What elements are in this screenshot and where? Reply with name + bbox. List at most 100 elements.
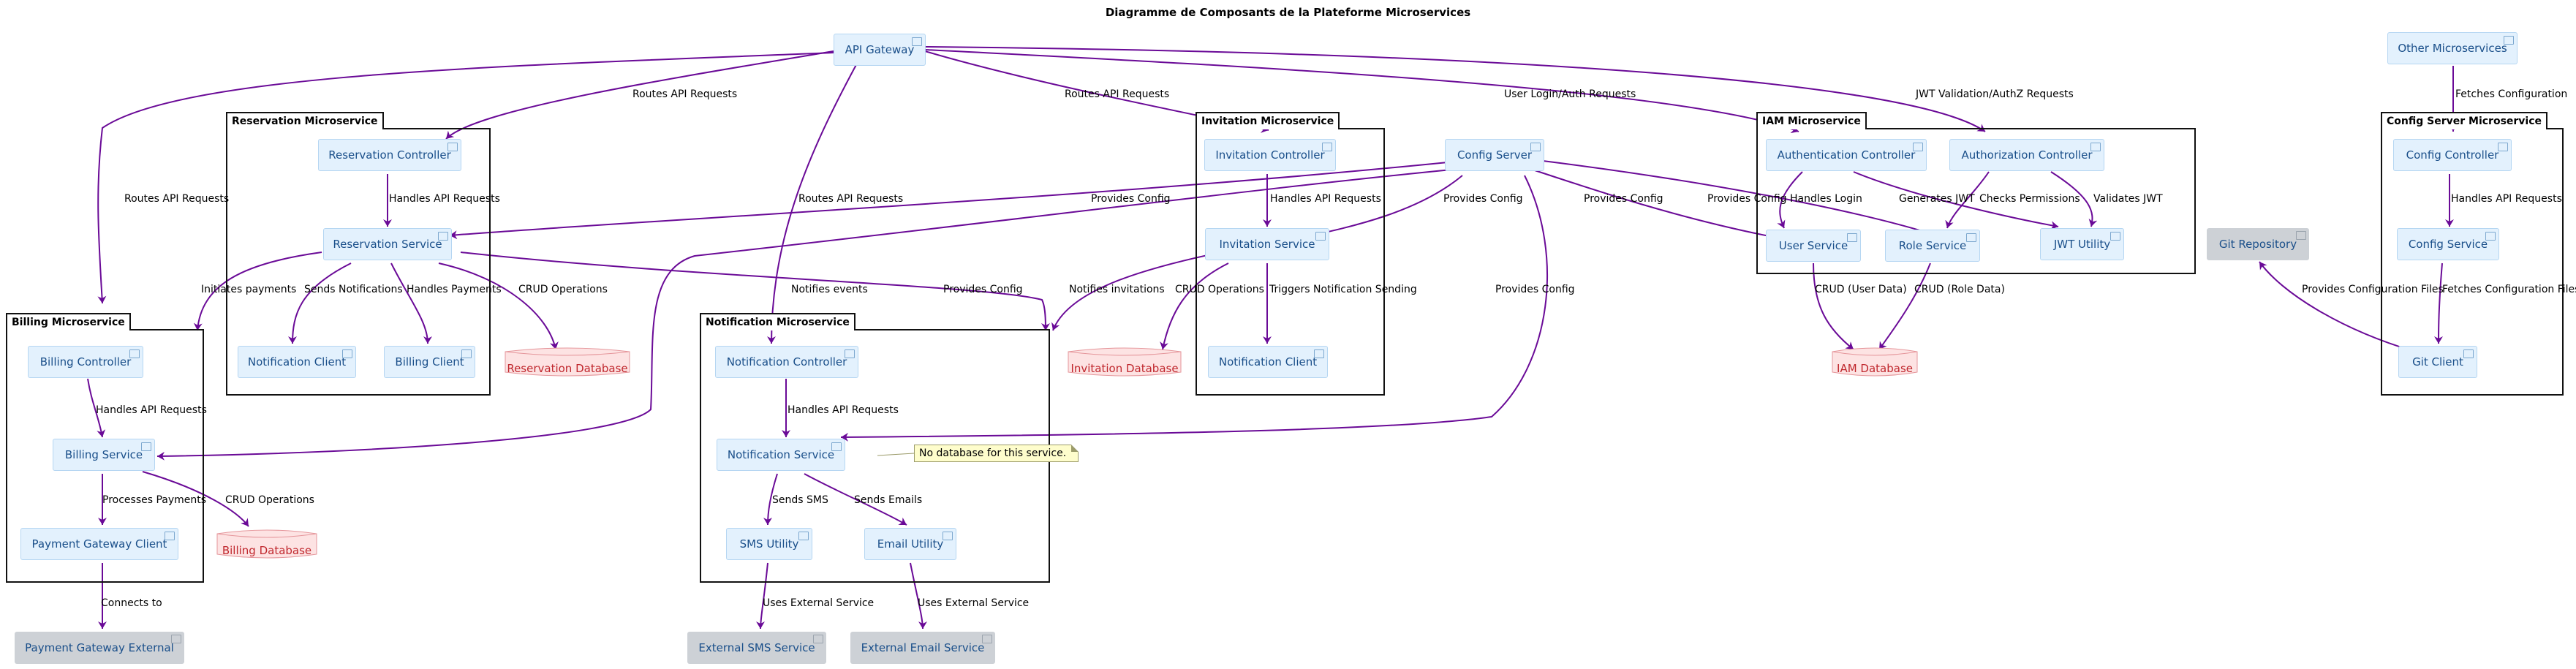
payment-gateway-external[interactable]: Payment Gateway External <box>15 632 184 664</box>
billing-database[interactable]: Billing Database <box>216 528 317 560</box>
component-icon <box>982 635 992 643</box>
git-repository-label: Git Repository <box>2218 238 2297 251</box>
billing-database-label: Billing Database <box>222 544 312 557</box>
edge-label: Notifies invitations <box>1069 284 1165 295</box>
database-icon <box>216 529 317 559</box>
edge-label: JWT Validation/AuthZ Requests <box>1916 88 2074 100</box>
component-icon <box>2090 143 2101 151</box>
invitation-controller[interactable]: Invitation Controller <box>1204 139 1336 171</box>
user-service-label: User Service <box>1778 239 1848 252</box>
component-icon <box>1913 143 1923 151</box>
notification-service-label: Notification Service <box>727 448 835 461</box>
payment-gateway-client[interactable]: Payment Gateway Client <box>20 528 178 560</box>
package-reservation-label: Reservation Microservice <box>226 112 384 129</box>
git-client[interactable]: Git Client <box>2398 346 2477 378</box>
edge-cfgsvc-git <box>2434 262 2444 344</box>
config-controller[interactable]: Config Controller <box>2393 139 2512 171</box>
edge-label: Provides Config <box>1443 193 1523 205</box>
component-icon <box>831 442 842 451</box>
config-controller-label: Config Controller <box>2406 148 2499 162</box>
role-service-label: Role Service <box>1898 239 1967 252</box>
role-service[interactable]: Role Service <box>1885 230 1980 262</box>
edge-label: Initiates payments <box>201 284 297 295</box>
edge-label: CRUD Operations <box>1175 284 1264 295</box>
external-sms-service[interactable]: External SMS Service <box>687 632 826 664</box>
config-service[interactable]: Config Service <box>2397 228 2499 260</box>
edge-label: CRUD (User Data) <box>1815 284 1907 295</box>
billing-service[interactable]: Billing Service <box>53 439 155 471</box>
edge-cfg-usersvc <box>1527 167 1778 241</box>
edge-user-db <box>1813 262 1854 350</box>
user-service[interactable]: User Service <box>1766 230 1861 262</box>
notification-controller[interactable]: Notification Controller <box>715 346 858 378</box>
reservation-billing-client[interactable]: Billing Client <box>384 346 475 378</box>
edge-billctrl-billsvc <box>87 378 106 438</box>
edge-label: Handles API Requests <box>2451 193 2562 205</box>
edge-git-repo <box>2259 261 2414 352</box>
package-config-server-label: Config Server Microservice <box>2381 112 2548 129</box>
edge-label: Routes API Requests <box>798 193 904 205</box>
component-icon <box>798 532 809 540</box>
config-server[interactable]: Config Server <box>1445 139 1544 171</box>
invitation-database[interactable]: Invitation Database <box>1068 346 1182 378</box>
component-icon <box>1966 233 1976 242</box>
api-gateway[interactable]: API Gateway <box>834 34 926 66</box>
authentication-controller[interactable]: Authentication Controller <box>1766 139 1927 171</box>
edge-billsvc-db <box>142 471 249 527</box>
invitation-service[interactable]: Invitation Service <box>1205 228 1329 260</box>
reservation-service[interactable]: Reservation Service <box>323 228 452 260</box>
edge-gw-authz <box>924 46 1986 132</box>
invitation-notification-client[interactable]: Notification Client <box>1208 346 1328 378</box>
git-repository[interactable]: Git Repository <box>2207 228 2309 260</box>
config-server-label: Config Server <box>1457 148 1533 162</box>
edge-label: Triggers Notification Sending <box>1269 284 1417 295</box>
external-email-service[interactable]: External Email Service <box>850 632 995 664</box>
edge-label: Routes API Requests <box>632 88 738 100</box>
iam-database[interactable]: IAM Database <box>1832 346 1918 378</box>
reservation-service-label: Reservation Service <box>333 238 442 251</box>
authentication-controller-label: Authentication Controller <box>1777 148 1916 162</box>
package-invitation-label: Invitation Microservice <box>1196 112 1340 129</box>
authorization-controller-label: Authorization Controller <box>1961 148 2093 162</box>
billing-service-label: Billing Service <box>64 448 143 461</box>
jwt-utility[interactable]: JWT Utility <box>2040 228 2124 260</box>
reservation-database[interactable]: Reservation Database <box>505 346 630 378</box>
billing-controller[interactable]: Billing Controller <box>28 346 143 378</box>
diagram-title: Diagramme de Composants de la Plateforme… <box>1105 6 1471 19</box>
edge-label: Handles API Requests <box>787 404 899 416</box>
edge-invsvc-db <box>1160 262 1229 350</box>
notification-service[interactable]: Notification Service <box>717 439 845 471</box>
edge-label: Provides Config <box>1707 193 1787 205</box>
component-icon <box>1322 143 1332 151</box>
edge-ressvc-billing <box>193 252 322 331</box>
edge-label: Routes API Requests <box>124 193 230 205</box>
edge-label: Generates JWT <box>1899 193 1975 205</box>
reservation-controller[interactable]: Reservation Controller <box>318 139 461 171</box>
billing-controller-label: Billing Controller <box>39 355 132 368</box>
component-icon <box>342 349 352 358</box>
edge-label: Handles Login <box>1790 193 1862 205</box>
reservation-notification-client[interactable]: Notification Client <box>238 346 356 378</box>
edge-ressvc-billingclient <box>390 262 432 344</box>
component-icon <box>943 532 953 540</box>
authorization-controller[interactable]: Authorization Controller <box>1949 139 2104 171</box>
email-utility[interactable]: Email Utility <box>864 528 956 560</box>
edge-label: Provides Config <box>943 284 1023 295</box>
edge-label: Sends Emails <box>854 494 923 506</box>
edge-label: Handles API Requests <box>1270 193 1381 205</box>
invitation-database-label: Invitation Database <box>1070 362 1179 375</box>
component-icon <box>461 349 472 358</box>
edge-sms-ext <box>756 562 768 630</box>
other-microservices[interactable]: Other Microservices <box>2387 32 2518 64</box>
component-icon <box>813 635 823 643</box>
email-utility-label: Email Utility <box>877 537 944 551</box>
sms-utility[interactable]: SMS Utility <box>726 528 812 560</box>
reservation-notification-client-label: Notification Client <box>247 355 347 368</box>
package-billing-label: Billing Microservice <box>6 313 131 330</box>
reservation-database-label: Reservation Database <box>507 362 628 375</box>
edge-label: Sends SMS <box>772 494 828 506</box>
edge-label: Processes Payments <box>102 494 207 506</box>
edge-label: Provides Config <box>1584 193 1663 205</box>
component-icon <box>1314 349 1324 358</box>
edge-auth-jwt <box>1853 171 2059 230</box>
